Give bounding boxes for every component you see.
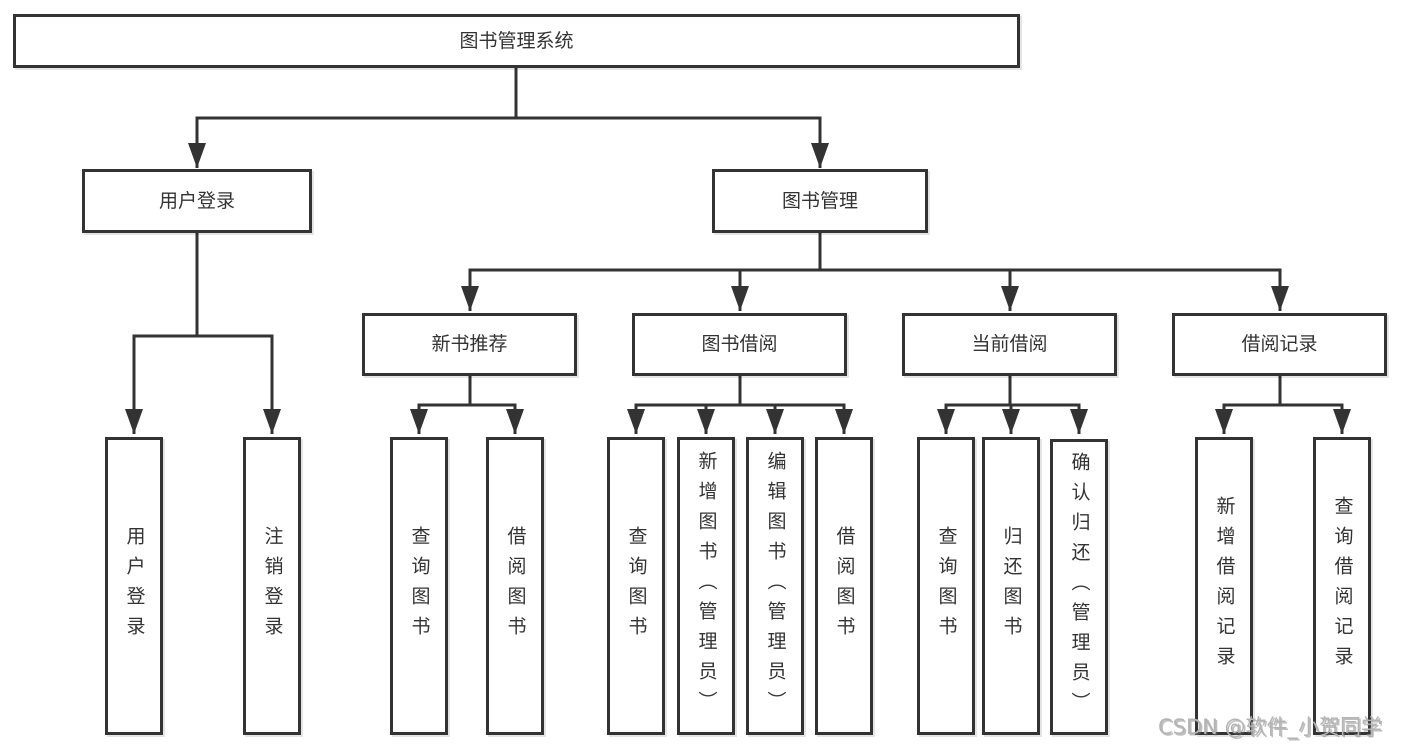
tree-connectors: [132, 68, 1344, 434]
node-book-borrowing-label: 图书借阅: [701, 333, 778, 355]
node-new-book-recommendation-label: 新书推荐: [431, 333, 508, 355]
node-borrowing-records-label: 借阅记录: [1241, 333, 1318, 355]
leaf-add-borrow-record: 新增借阅记录: [1195, 437, 1253, 735]
node-current-borrowing-label: 当前借阅: [971, 333, 1048, 355]
leaf-confirm-return-admin-label: 确认归还（管理员）: [1068, 452, 1091, 722]
leaf-logout-label: 注销登录: [261, 526, 284, 646]
node-user-login: 用户登录: [82, 169, 312, 233]
leaf-query-books-borrowing: 查询图书: [607, 437, 665, 735]
leaf-add-books-admin: 新增图书（管理员）: [677, 437, 735, 735]
leaf-logout: 注销登录: [243, 437, 301, 735]
leaf-borrow-books-borrowing-label: 借阅图书: [833, 526, 856, 646]
leaf-borrow-books-recommend-label: 借阅图书: [504, 526, 527, 646]
node-borrowing-records: 借阅记录: [1172, 313, 1387, 376]
node-root-label: 图书管理系统: [459, 29, 574, 52]
arrowheads: [125, 143, 1351, 434]
leaf-query-books-recommend: 查询图书: [390, 437, 448, 735]
node-book-borrowing: 图书借阅: [632, 313, 847, 376]
leaf-add-books-admin-label: 新增图书（管理员）: [695, 451, 718, 721]
leaf-borrow-books-borrowing: 借阅图书: [815, 437, 873, 735]
leaf-return-books-label: 归还图书: [1000, 526, 1023, 646]
leaf-query-books-borrowing-label: 查询图书: [625, 526, 648, 646]
node-new-book-recommendation: 新书推荐: [362, 313, 577, 376]
node-current-borrowing: 当前借阅: [902, 313, 1117, 376]
leaf-edit-books-admin: 编辑图书（管理员）: [746, 437, 804, 735]
node-user-login-label: 用户登录: [158, 189, 235, 212]
leaf-query-books-current: 查询图书: [917, 437, 975, 735]
node-book-management-label: 图书管理: [781, 189, 858, 212]
leaf-user-login-label: 用户登录: [123, 526, 146, 646]
csdn-watermark: CSDN @软件_小贺同学: [1158, 715, 1383, 739]
leaf-edit-books-admin-label: 编辑图书（管理员）: [764, 451, 787, 721]
leaf-user-login: 用户登录: [105, 437, 163, 735]
node-root: 图书管理系统: [13, 14, 1020, 68]
leaf-return-books: 归还图书: [982, 437, 1040, 735]
leaf-query-books-recommend-label: 查询图书: [408, 526, 431, 646]
leaf-add-borrow-record-label: 新增借阅记录: [1213, 496, 1236, 676]
leaf-confirm-return-admin: 确认归还（管理员）: [1050, 439, 1108, 735]
leaf-borrow-books-recommend: 借阅图书: [486, 437, 544, 735]
leaf-query-borrow-record: 查询借阅记录: [1313, 437, 1371, 735]
node-book-management: 图书管理: [712, 169, 928, 233]
leaf-query-borrow-record-label: 查询借阅记录: [1331, 496, 1354, 676]
leaf-query-books-current-label: 查询图书: [935, 526, 958, 646]
